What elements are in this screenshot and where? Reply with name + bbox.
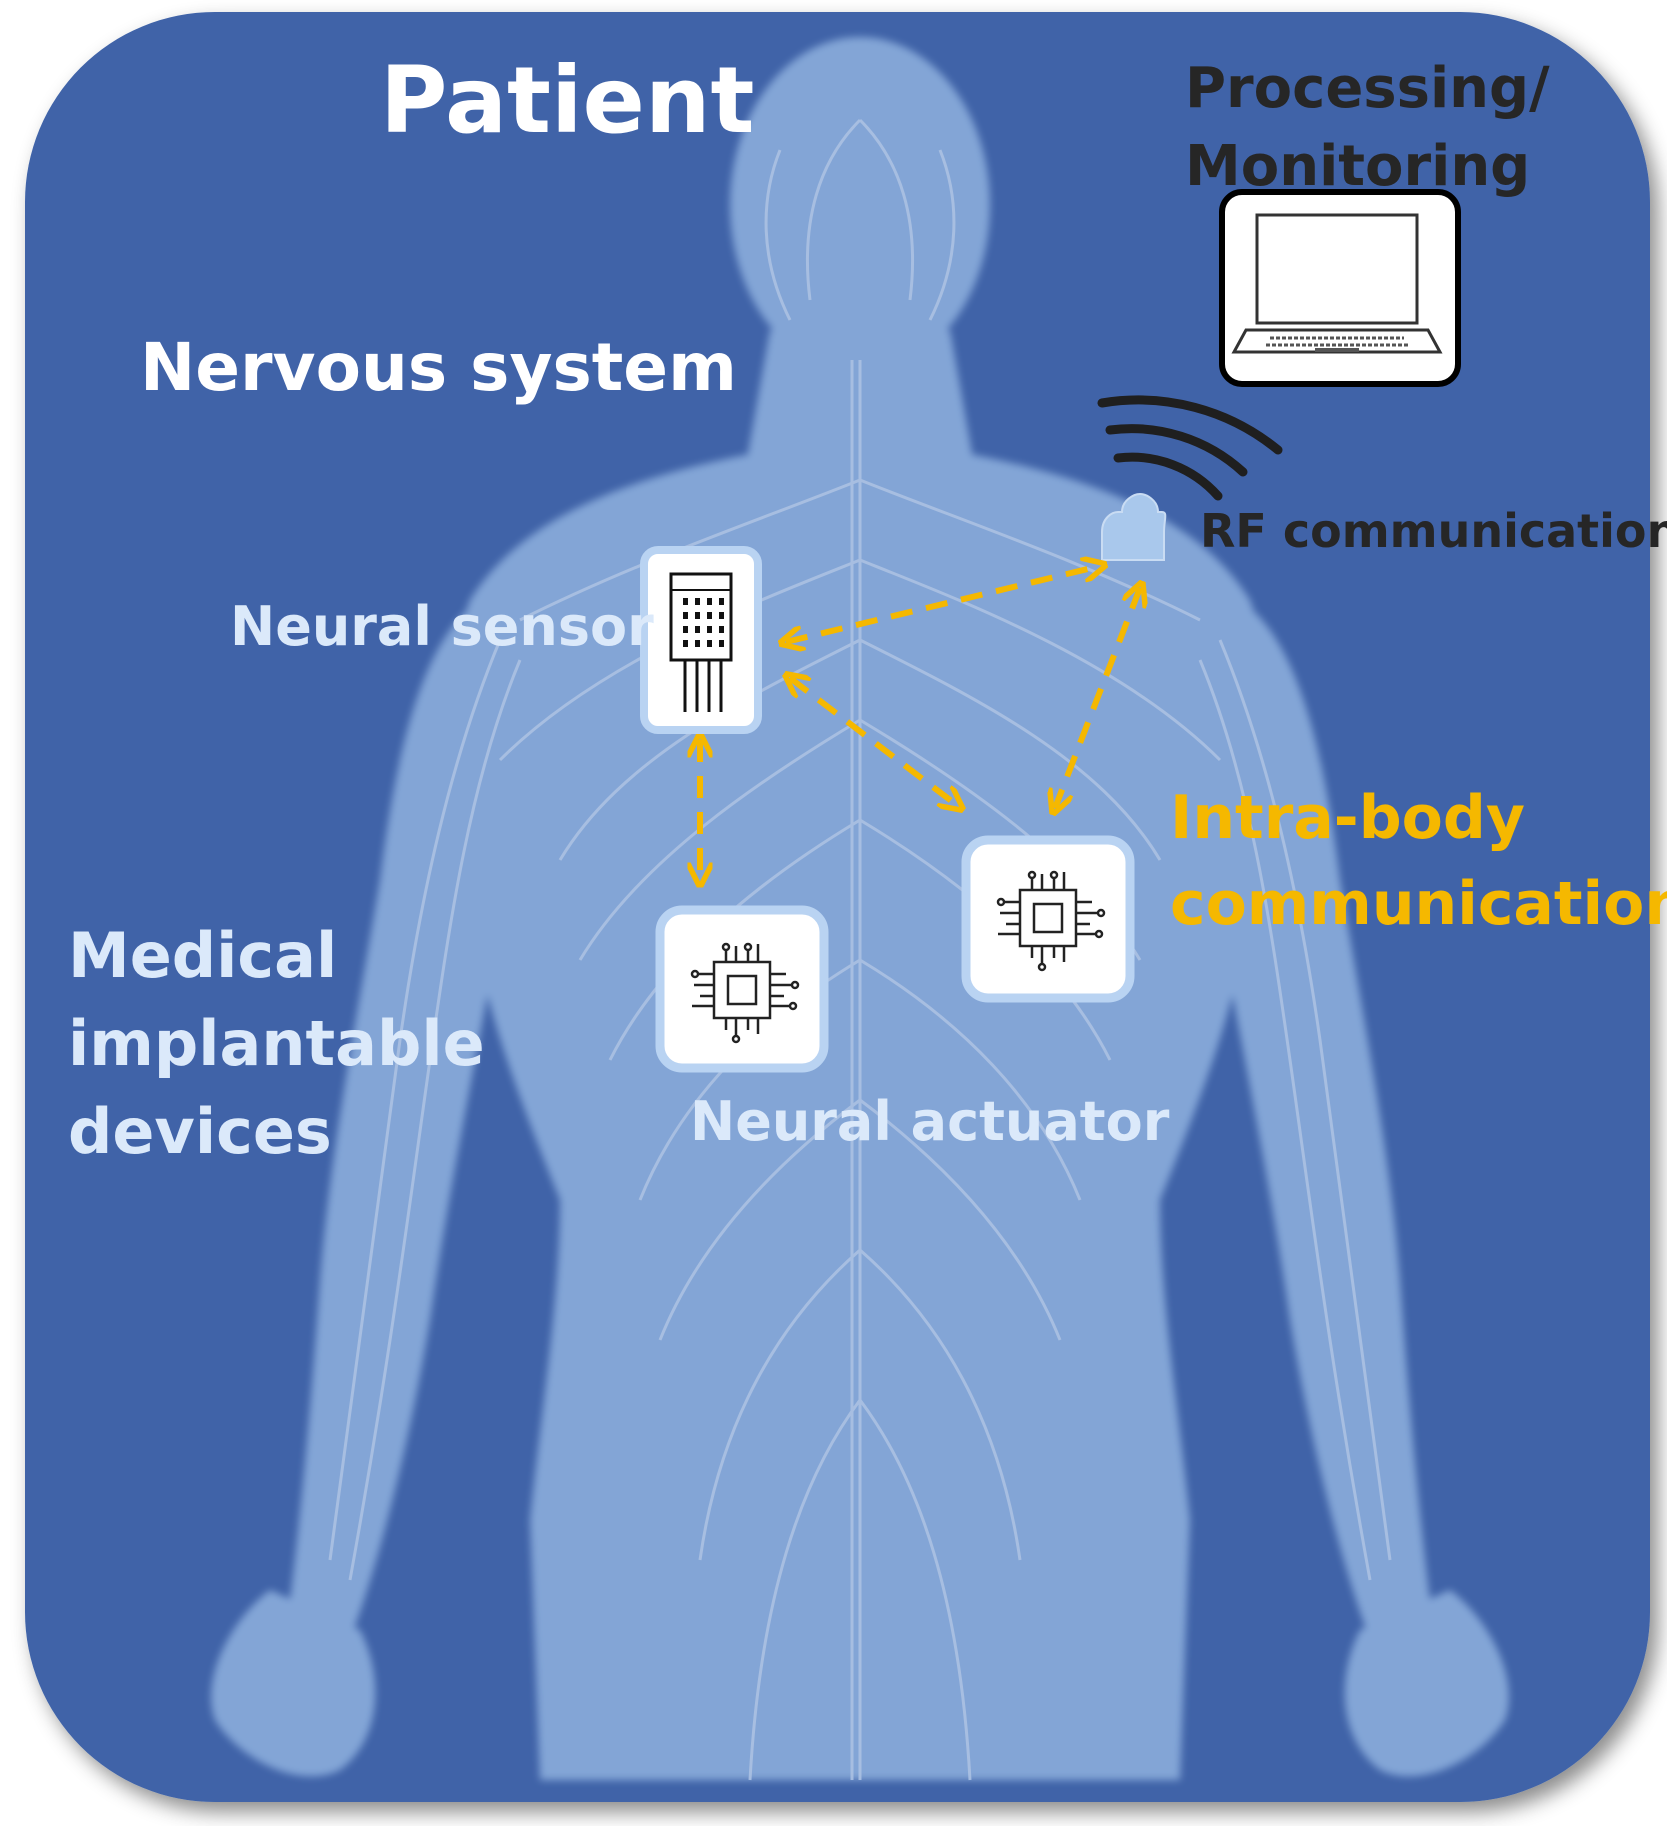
medical-implantable-devices-label: Medical implantable devices: [68, 912, 485, 1176]
medical-line-3: devices: [68, 1095, 332, 1168]
medical-line-1: Medical: [68, 919, 338, 992]
medical-line-2: implantable: [68, 1007, 485, 1080]
microchip-icon: [996, 870, 1106, 972]
transceiver-icon: [1101, 492, 1167, 561]
intra-body-links: [700, 566, 1140, 880]
laptop-icon: [1219, 189, 1461, 387]
intra-line-2: communication: [1170, 869, 1667, 939]
link-hub-actuator-right: [1055, 588, 1140, 808]
neural-actuator-right: [961, 835, 1135, 1003]
rf-communication-label: RF communication: [1200, 504, 1667, 558]
processing-line-1: Processing/: [1185, 56, 1550, 121]
neural-actuator-left: [655, 905, 829, 1073]
microchip-icon: [690, 942, 800, 1044]
neural-sensor-device: [640, 546, 762, 734]
wireless-signal-icon: [1097, 395, 1283, 501]
neural-actuator-label: Neural actuator: [690, 1090, 1170, 1153]
diagram-title: Patient: [380, 47, 755, 154]
temperature-sensor-icon: [669, 572, 733, 712]
processing-monitoring-label: Processing/ Monitoring: [1185, 50, 1550, 206]
intra-line-1: Intra-body: [1170, 783, 1525, 853]
processing-line-2: Monitoring: [1185, 134, 1531, 199]
intra-body-communication-label: Intra-body communication: [1170, 775, 1667, 947]
nervous-system-label: Nervous system: [140, 329, 737, 406]
neural-sensor-label: Neural sensor: [230, 595, 654, 658]
